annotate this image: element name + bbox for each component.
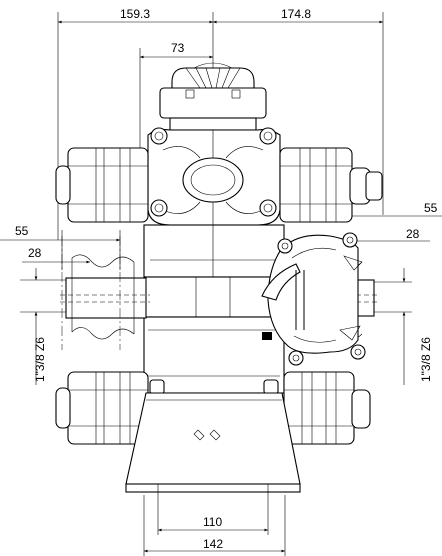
top-cap — [159, 62, 267, 131]
dim-base-110: 110 — [203, 515, 222, 529]
dim-top-left: 159.3 — [120, 7, 150, 21]
dim-top-right: 174.8 — [281, 7, 311, 21]
wrench-icon — [193, 429, 221, 441]
dim-left-thread: 1"3/8 Z6 — [33, 337, 47, 382]
pressure-arm-assembly — [261, 232, 366, 366]
left-upper-chamber — [55, 147, 149, 223]
dim-left-55: 55 — [15, 224, 29, 238]
dim-inner-73: 73 — [171, 41, 185, 55]
right-upper-chamber — [279, 147, 383, 223]
dim-base-142: 142 — [203, 537, 223, 551]
dim-left-28: 28 — [28, 246, 42, 260]
dim-right-55: 55 — [424, 201, 438, 215]
dim-right-thread: 1"3/8 Z6 — [419, 337, 433, 382]
mounting-base — [125, 392, 301, 493]
left-lower-chamber — [55, 371, 149, 445]
upper-manifold — [147, 127, 281, 226]
left-middle-port — [60, 236, 150, 350]
center-body — [143, 224, 285, 394]
dim-right-28: 28 — [406, 227, 420, 241]
right-lower-chamber — [283, 371, 371, 445]
